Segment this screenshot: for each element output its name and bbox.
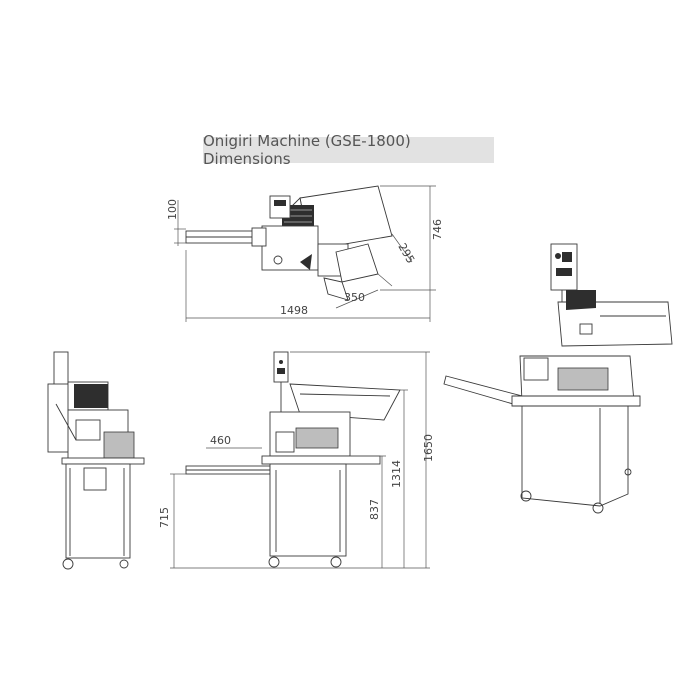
dim-front-conveyor-height: 715: [158, 507, 171, 528]
dim-front-total-height: 1650: [422, 434, 435, 462]
dim-front-table-height: 837: [368, 499, 381, 520]
dim-top-chute: 350: [344, 291, 365, 304]
top-view: [174, 185, 436, 322]
diagram-title: Onigiri Machine (GSE-1800) Dimensions: [203, 132, 494, 168]
dim-top-depth: 100: [166, 199, 179, 220]
diagram-title-text: Onigiri Machine (GSE-1800) Dimensions: [203, 132, 411, 168]
dim-front-hopper-height: 1314: [390, 460, 403, 488]
dim-front-conveyor: 460: [210, 434, 231, 447]
dim-top-angle: 295: [395, 241, 417, 266]
dim-top-height: 746: [431, 219, 444, 240]
side-view: [47, 351, 145, 570]
front-view: [170, 351, 430, 569]
dimension-labels: 100 746 295 350 1498 460 715 837 1314 16…: [158, 199, 444, 528]
perspective-view: [443, 243, 673, 514]
dim-top-length: 1498: [280, 304, 308, 317]
